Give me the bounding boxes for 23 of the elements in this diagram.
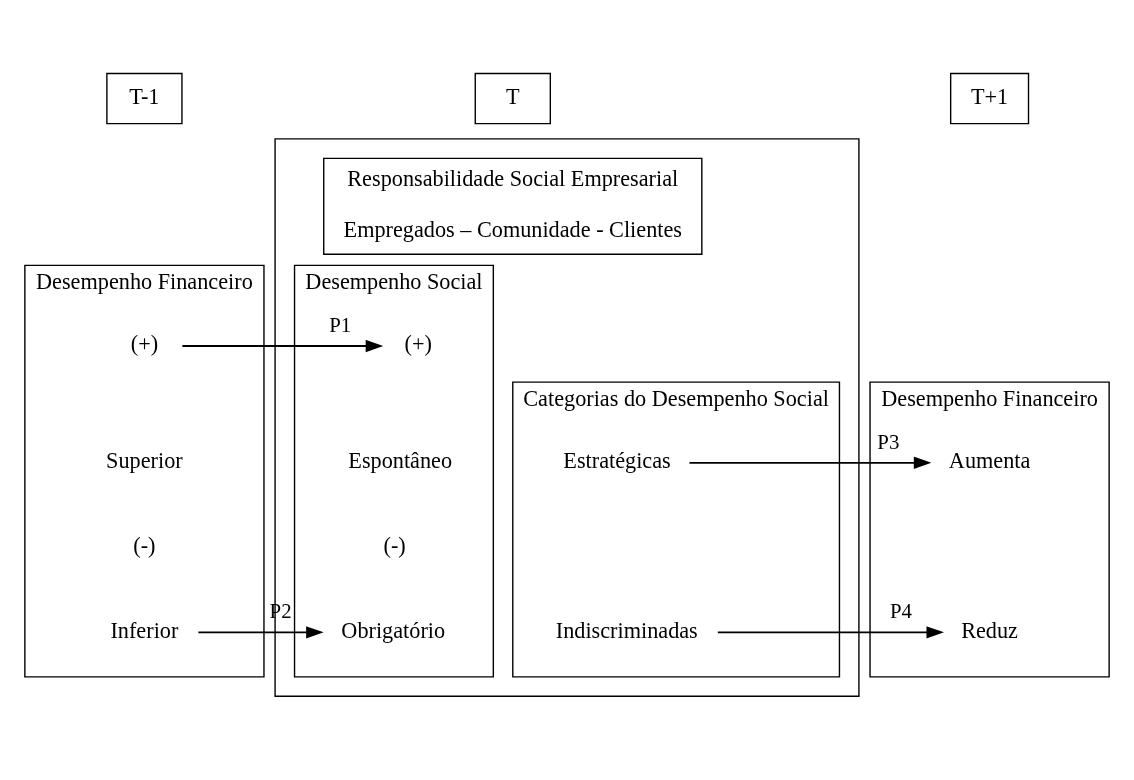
node-text: (+)	[404, 330, 432, 356]
arrow	[181, 339, 384, 352]
edge-label: P3	[877, 429, 900, 454]
node-box: T-1	[106, 72, 183, 124]
node-box: T+1	[949, 72, 1030, 124]
node-text: Superior	[106, 447, 183, 473]
node-text: (-)	[133, 532, 156, 558]
node-text: Espontâneo	[348, 447, 453, 473]
edge-label: P1	[329, 312, 352, 337]
node-box: Responsabilidade Social Empresarial Empregados – Comunidade - Clientes	[323, 157, 703, 255]
node-text: (+)	[130, 330, 159, 356]
node-text: Reduz	[961, 617, 1018, 643]
node-text: (-)	[383, 532, 406, 558]
node-text: Aumenta	[948, 447, 1031, 473]
node-text: Obrigatório	[341, 617, 446, 643]
arrow	[716, 625, 944, 638]
node-box: T	[474, 72, 551, 124]
node-text: Inferior	[110, 617, 179, 643]
arrow	[688, 456, 932, 469]
node-text: Indiscriminadas	[555, 617, 698, 643]
node-text: Estratégicas	[563, 447, 671, 473]
arrow	[197, 625, 324, 638]
edge-label: P4	[889, 598, 912, 623]
